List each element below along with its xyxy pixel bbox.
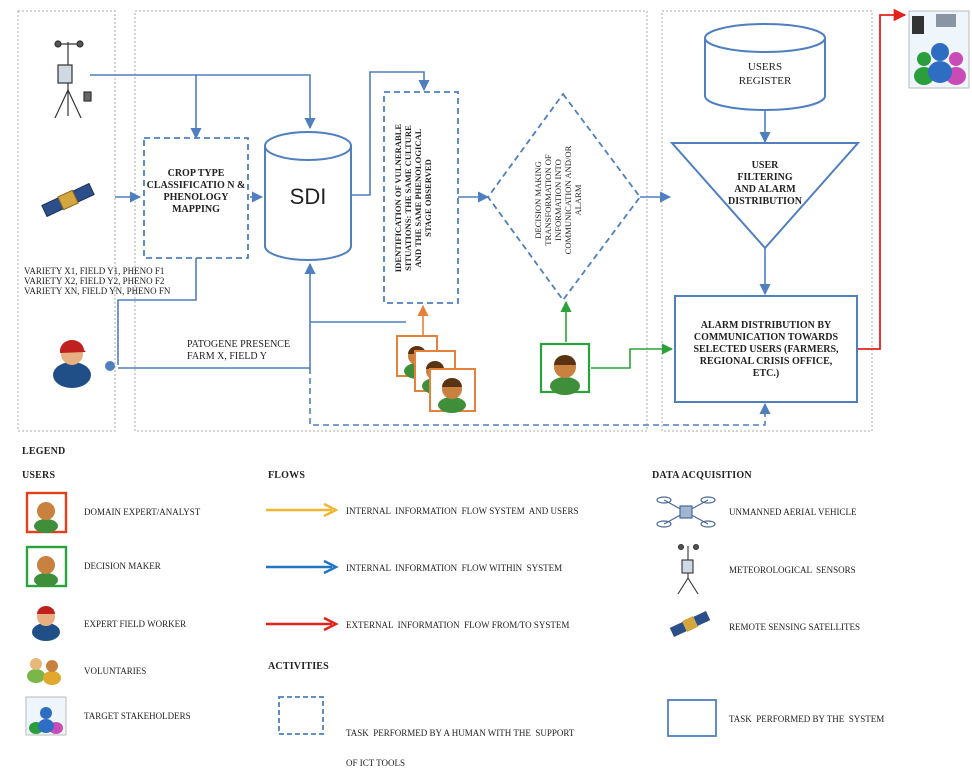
legend-data-heading: DATA ACQUISITION bbox=[652, 470, 752, 481]
legend-user-voluntaries: VOLUNTARIES bbox=[84, 666, 147, 676]
dashed-feedback-flow bbox=[309, 368, 771, 426]
sdi-label: SDI bbox=[289, 184, 327, 209]
legend-flows-heading: FLOWS bbox=[268, 470, 306, 481]
green-flows bbox=[560, 300, 674, 369]
legend-satellite-icon bbox=[669, 611, 711, 637]
decision-maker-icon bbox=[539, 342, 591, 395]
variety-list: VARIETY X1, FIELD Y1, PHENO F1 VARIETY X… bbox=[24, 266, 171, 296]
legend-decision-maker-icon bbox=[25, 545, 68, 588]
domain-expert-group bbox=[396, 335, 476, 413]
legend-field-worker-icon bbox=[32, 606, 60, 641]
decision-diamond bbox=[486, 92, 642, 302]
legend-stakeholders-icon bbox=[25, 696, 67, 736]
sdi-cylinder bbox=[264, 131, 352, 261]
distribution-panel bbox=[661, 10, 873, 432]
stakeholders-icon bbox=[908, 10, 970, 89]
panel-borders bbox=[17, 10, 873, 432]
legend-flow-red: EXTERNAL INFORMATION FLOW FROM/TO SYSTEM bbox=[346, 620, 570, 630]
alarm-distribution-label: ALARM DISTRIBUTION BY COMMUNICATION TOWA… bbox=[693, 320, 839, 379]
patogene-label: PATOGENE PRESENCE FARM X, FIELD Y bbox=[187, 339, 291, 362]
decision-label: DECISION MAKING TRANSFORMATION OF INFORM… bbox=[533, 145, 583, 255]
user-filtering-label: USER FILTERING AND ALARM DISTRIBUTION bbox=[728, 160, 802, 207]
legend-data-meteo: METEOROLOGICAL SENSORS bbox=[729, 565, 856, 575]
legend-activities-heading: ACTIVITIES bbox=[268, 661, 329, 672]
legend-data-uav: UNMANNED AERIAL VEHICLE bbox=[729, 507, 857, 517]
identification-label: IDENTIFICATION OF VULNERABLE SITUATIONS:… bbox=[393, 123, 433, 273]
legend-activity-system: TASK PERFORMED BY THE SYSTEM bbox=[729, 714, 885, 724]
weather-station-icon bbox=[54, 40, 92, 119]
workflow-diagram bbox=[17, 8, 970, 737]
legend-flow-blue: INTERNAL INFORMATION FLOW WITHIN SYSTEM bbox=[346, 563, 563, 573]
legend-voluntaries-icon bbox=[27, 658, 61, 685]
legend-human-task-box bbox=[278, 696, 324, 735]
legend-domain-expert-icon bbox=[25, 491, 68, 534]
alarm-distribution-box bbox=[674, 295, 858, 403]
legend-user-field-worker: EXPERT FIELD WORKER bbox=[84, 619, 187, 629]
legend-uav-icon bbox=[656, 496, 716, 528]
legend-weather-station-icon bbox=[677, 543, 700, 595]
users-register-label: USERS REGISTER bbox=[738, 61, 792, 87]
legend-flow-yellow: INTERNAL INFORMATION FLOW SYSTEM AND USE… bbox=[346, 506, 579, 516]
legend-data-satellite: REMOTE SENSING SATELLITES bbox=[729, 622, 860, 632]
field-worker-flow-dot bbox=[105, 361, 115, 371]
red-flow bbox=[857, 8, 907, 350]
identification-box bbox=[383, 91, 459, 304]
user-filtering-triangle bbox=[669, 142, 861, 250]
legend-activity-human: TASK PERFORMED BY A HUMAN WITH THE SUPPO… bbox=[346, 728, 575, 768]
legend-user-domain-expert: DOMAIN EXPERT/ANALYST bbox=[84, 507, 201, 517]
processing-panel bbox=[134, 10, 648, 432]
legend-user-decision-maker: DECISION MAKER bbox=[84, 561, 161, 571]
data-sources-panel bbox=[17, 10, 116, 432]
legend-system-task-box bbox=[667, 699, 717, 737]
users-register-cylinder bbox=[704, 23, 826, 111]
satellite-icon bbox=[41, 182, 95, 218]
crop-classification-box bbox=[143, 137, 249, 259]
legend-users-heading: USERS bbox=[22, 470, 56, 481]
legend-title: LEGEND bbox=[22, 446, 66, 457]
crop-classification-label: CROP TYPE CLASSIFICATIO N & PHENOLOGY MA… bbox=[146, 168, 246, 215]
legend-user-stakeholders: TARGET STAKEHOLDERS bbox=[84, 711, 191, 721]
field-worker-icon bbox=[53, 339, 91, 388]
